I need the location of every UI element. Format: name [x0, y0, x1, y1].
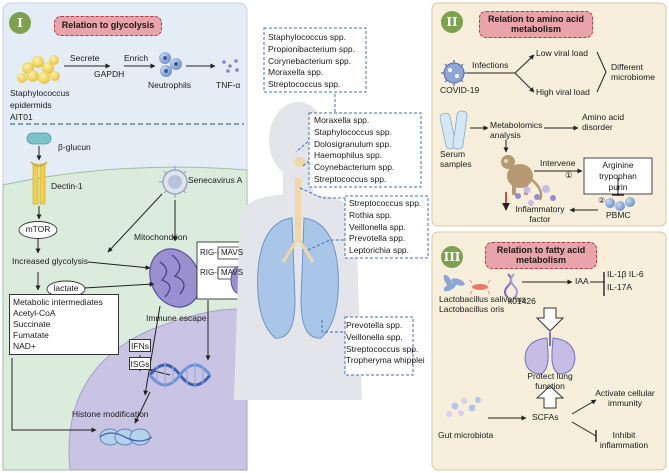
staphylococcus-cluster: [17, 55, 60, 84]
dna-helix-icon: [148, 362, 212, 388]
beta-glucun-label: β-glucun: [58, 142, 91, 152]
center-list-boxes: [263, 27, 429, 376]
dectin-receptor-icon: [30, 161, 48, 205]
badge-fatty: III: [441, 246, 463, 268]
step-2-label: ②: [598, 196, 606, 205]
histone-icon: [99, 428, 153, 446]
k01426-label: k01426: [508, 296, 536, 306]
senecavirus-icon: [159, 166, 191, 198]
tnf-label: TNF-α: [216, 80, 241, 90]
covid-label: COVID-19: [440, 85, 480, 95]
histone-label: Histone modification: [72, 409, 149, 419]
tnf-dots: [222, 59, 239, 73]
lungs-icon: [257, 157, 339, 339]
lower-microbiota-list: Prevotella spp. Veillonella spp. Strepto…: [346, 320, 425, 366]
arrow-dna-histone: [134, 391, 151, 424]
gapdh-label: GAPDH: [94, 69, 125, 79]
serum-tubes-icon: [439, 110, 468, 150]
senecavirus-label: Senecavirus A: [188, 175, 243, 185]
low-viral-load-label: Low viral load: [536, 48, 588, 58]
arrow-virus-glycolysis: [107, 193, 163, 253]
arrow-mito-dna: [143, 305, 161, 396]
increased-glycolysis-label: Increased glycolysis: [12, 256, 89, 266]
monkey-icon: [501, 155, 543, 201]
arrow-high-load: [514, 72, 535, 93]
callout-lines: [295, 94, 345, 333]
pbmc-label: PBMC: [606, 210, 631, 220]
neutrophils-icon: [159, 52, 182, 77]
line-scfas-inhibit: [571, 421, 597, 437]
bracket-different: [596, 51, 607, 93]
throat-microbiota-list: Moraxella spp. Staphylococcus spp. Dolos…: [314, 115, 395, 184]
isgs-box: ISGs: [129, 357, 151, 370]
scfas-label: SCFAs: [532, 412, 559, 422]
inflammatory-dots: [515, 185, 556, 206]
mitochondrion-label: Mitochondrion: [134, 232, 188, 242]
arrow-lactate-mito: [83, 281, 155, 289]
small-lungs-icon: [524, 332, 576, 375]
secrete-label: Secrete: [70, 53, 100, 63]
mavs-label-1: MAVS: [221, 248, 244, 257]
gut-microbiota-label: Gut microbiota: [438, 430, 494, 440]
mtor-node: [18, 221, 58, 239]
step-1-label: ①: [565, 171, 573, 181]
staphylococcus-label: Staphylococcus epidermids AIT01: [10, 88, 70, 122]
arrow-scfas-activate: [571, 399, 597, 415]
k01426-gene-icon: [504, 273, 518, 299]
panel-fatty-background: [431, 231, 667, 471]
pbmc-icon: [605, 197, 635, 211]
infections-label: Infections: [472, 60, 509, 70]
lactobacillus-icon: [443, 274, 491, 295]
badge-amino: II: [441, 11, 463, 33]
arginine-box-text: Arginine trypophan purin: [599, 160, 637, 192]
metabolic-intermediates-box: Metabolic intermediates Acetyl-CoA Succi…: [9, 294, 119, 355]
beta-glucun-icon: [26, 132, 52, 145]
rig-label-1: RIG-I: [200, 248, 220, 257]
nasal-microbiota-list: Staphylococcus spp. Propionibacterium sp…: [268, 32, 355, 90]
gut-microbiota-icon: [446, 397, 481, 417]
intervene-label: Intervene: [540, 158, 576, 168]
arrow-glycolysis-mito: [87, 261, 151, 271]
badge-glycolysis: I: [9, 12, 31, 34]
ifns-box: IFNs: [129, 339, 151, 352]
high-viral-load-label: High viral load: [536, 87, 590, 97]
il-label-2: IL-17A: [607, 282, 633, 292]
hollow-arrow-down: [535, 307, 565, 332]
iaa-label: IAA: [575, 276, 589, 286]
arrow-metabolic-histone: [11, 358, 97, 433]
rig-label-2: RIG-I: [200, 268, 220, 277]
il-label-1: IL-1β IL-6: [607, 269, 644, 279]
immune-escape-label: Immune escape: [146, 313, 207, 323]
mtor-label: mTOR: [25, 224, 51, 234]
lung-microbiota-list: Streptococcus spp. Rothia spp. Veillonel…: [349, 198, 422, 256]
neutrophils-label: Neutrophils: [148, 80, 191, 90]
enrich-label: Enrich: [124, 53, 149, 63]
dectin-label: Dectin-1: [51, 181, 83, 191]
title-glycolysis: Relation to glycolysis: [54, 16, 162, 36]
covid-virus-icon: [441, 60, 467, 86]
lactate-label: lactate: [53, 283, 79, 293]
arrow-low-load: [514, 54, 535, 74]
hollow-arrow-up: [535, 385, 565, 409]
mavs-label-2: MAVS: [221, 268, 244, 277]
